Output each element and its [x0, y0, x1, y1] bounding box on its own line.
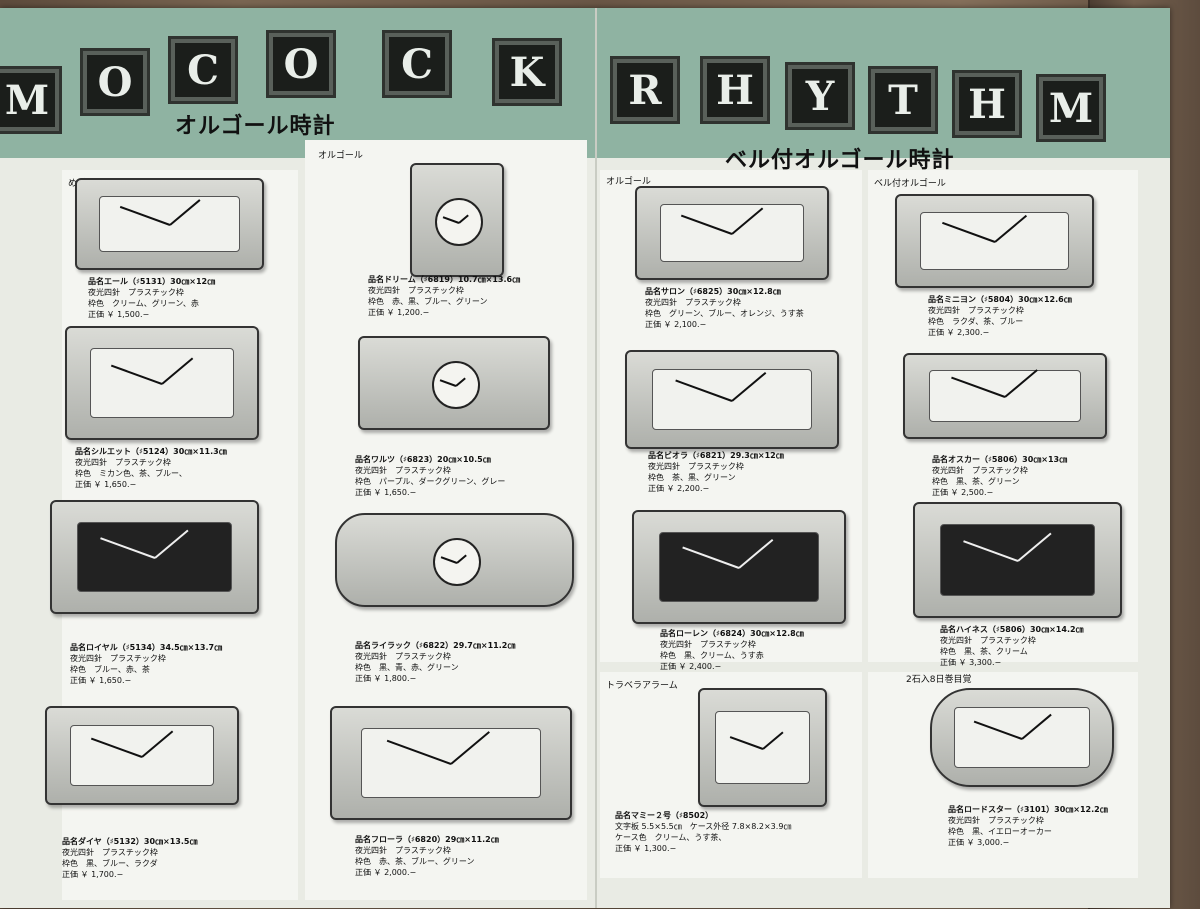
section-label: ベル付オルゴール [874, 179, 946, 189]
clock-image-oscar [903, 353, 1107, 439]
clock-image-diamond [45, 706, 239, 805]
section-label: オルゴール [606, 177, 651, 187]
letter-tile: C [168, 36, 238, 104]
letter-tile: H [952, 70, 1022, 138]
catalog-sheet: M O C O C K R H Y T H M オルゴール時計 ベル付オルゴール… [0, 8, 1170, 908]
clock-image-mignon [895, 194, 1094, 288]
clock-image-highness [913, 502, 1122, 618]
clock-image-silhouette [65, 326, 259, 440]
clock-image-salon [635, 186, 829, 280]
clock-image-waltz [358, 336, 550, 430]
clock-image-dream [410, 163, 504, 277]
clock-image-viola [625, 350, 839, 449]
letter-tile: R [610, 56, 680, 124]
clock-image-royal [50, 500, 259, 614]
clock-image-lilac [335, 513, 574, 607]
section-label: トラベラアラーム [606, 681, 678, 691]
clock-image-flora [330, 706, 572, 820]
clock-image-mammy [698, 688, 827, 807]
letter-tile: T [868, 66, 938, 134]
letter-tile: M [0, 66, 62, 134]
clock-image-lauren [632, 510, 846, 624]
right-title: ベル付オルゴール時計 [725, 148, 955, 173]
letter-tile: M [1036, 74, 1106, 142]
center-fold [595, 8, 597, 908]
letter-tile: K [492, 38, 562, 106]
section-label: オルゴール [318, 151, 363, 161]
section-label: 2石入8日巻目覚 [906, 675, 972, 685]
left-title: オルゴール時計 [175, 114, 336, 139]
clock-image-roadstar [930, 688, 1114, 787]
letter-tile: Y [785, 62, 855, 130]
letter-tile: O [80, 48, 150, 116]
letter-tile: H [700, 56, 770, 124]
clock-image-yell [75, 178, 264, 270]
letter-tile: O [266, 30, 336, 98]
product-caption: 品名マミー２号（♯8502）文字板 5.5×5.5㎝ ケース外径 7.8×8.2… [615, 811, 792, 853]
letter-tile: C [382, 30, 452, 98]
